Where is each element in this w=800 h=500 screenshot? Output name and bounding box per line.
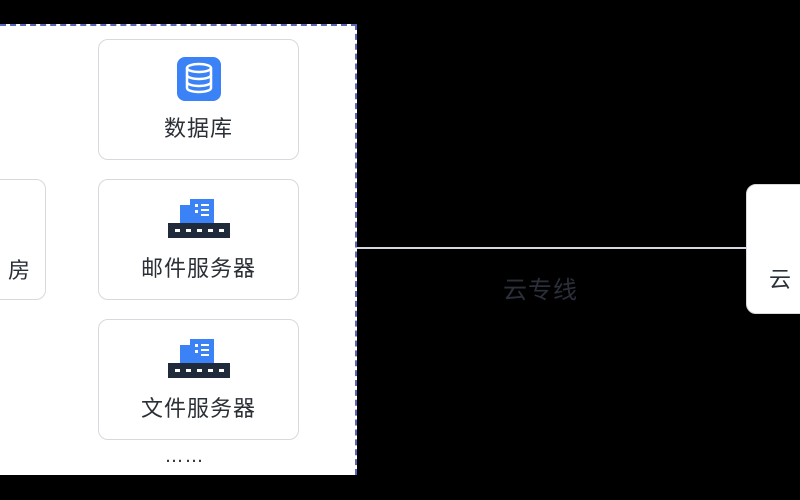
cloud-node: 云	[746, 184, 800, 314]
mail-server-label: 邮件服务器	[140, 256, 256, 282]
database-node: 数据库	[98, 39, 299, 160]
machine-room-label: 房	[7, 258, 31, 284]
more-indicator: ……	[165, 446, 205, 467]
connection-line	[357, 247, 747, 249]
mail-server-node: 邮件服务器	[98, 179, 299, 300]
database-label: 数据库	[163, 116, 233, 142]
machine-room-node: 房	[0, 179, 46, 300]
database-icon	[168, 56, 230, 101]
file-server-node: 文件服务器	[98, 319, 299, 440]
cloud-label: 云	[769, 268, 793, 293]
server-building-icon	[167, 197, 230, 241]
connection-label: 云专线	[503, 276, 578, 304]
server-building-icon	[167, 337, 230, 381]
file-server-label: 文件服务器	[140, 396, 256, 422]
